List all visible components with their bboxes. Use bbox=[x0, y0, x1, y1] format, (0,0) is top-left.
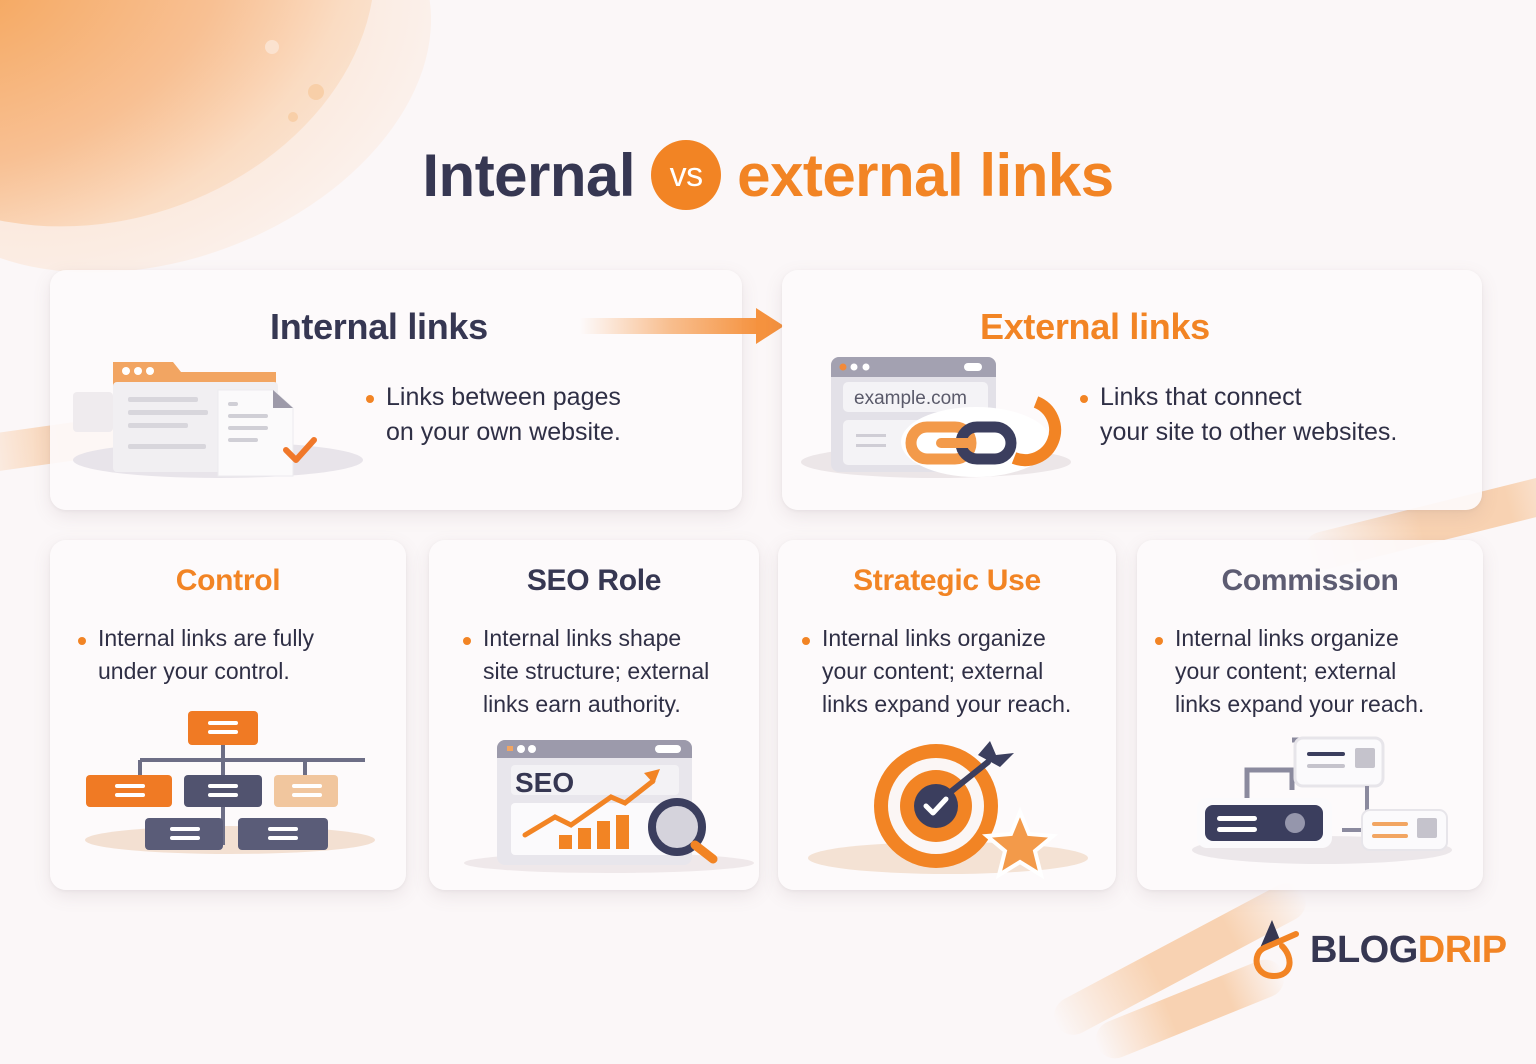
connected-cards-icon bbox=[1192, 736, 1452, 864]
bullet-text: Links that connect your site to other we… bbox=[1078, 380, 1397, 450]
blogdrip-logo: BLOGDRIP bbox=[1250, 918, 1507, 982]
arrow-right-icon bbox=[580, 318, 760, 334]
drop-logo-icon bbox=[1253, 920, 1299, 980]
card-title: SEO Role bbox=[526, 564, 662, 597]
bullet-text: Internal links are fully under your cont… bbox=[76, 622, 314, 688]
strategic-use-card: Strategic Use Internal links organize yo… bbox=[778, 540, 1116, 890]
browser-document-check-icon bbox=[73, 362, 363, 478]
seo-growth-magnifier-icon: SEO bbox=[464, 740, 754, 873]
target-arrow-star-icon bbox=[808, 741, 1088, 880]
bullet-text: Links between pages on your own website. bbox=[364, 380, 621, 450]
title-external: external links bbox=[737, 141, 1114, 209]
card-title: Commission bbox=[1221, 564, 1399, 597]
card-title: External links bbox=[980, 306, 1210, 347]
svg-text:example.com: example.com bbox=[854, 388, 967, 409]
decor-dot bbox=[265, 40, 279, 54]
browser-chain-link-icon: example.com bbox=[801, 357, 1071, 478]
commission-card: Commission Internal links organize your … bbox=[1137, 540, 1483, 890]
seo-role-card: SEO Role Internal links shape site struc… bbox=[429, 540, 759, 890]
internal-links-card: Internal links Links between pages on yo… bbox=[50, 270, 742, 510]
decor-dot bbox=[308, 84, 324, 100]
page-title: Internal vs external links bbox=[0, 140, 1536, 210]
sitemap-hierarchy-icon bbox=[85, 711, 375, 854]
decor-dot bbox=[288, 112, 298, 122]
bullet-text: Internal links shape site structure; ext… bbox=[461, 622, 709, 721]
vs-badge: vs bbox=[651, 140, 722, 210]
bullet-text: Internal links organize your content; ex… bbox=[1153, 622, 1424, 721]
card-title: Control bbox=[175, 564, 281, 597]
control-card: Control Internal links are fully under y… bbox=[50, 540, 406, 890]
svg-text:SEO: SEO bbox=[515, 767, 574, 798]
logo-text-blog: BLOG bbox=[1310, 928, 1418, 971]
bullet-text: Internal links organize your content; ex… bbox=[800, 622, 1071, 721]
logo-text-drip: DRIP bbox=[1417, 928, 1507, 971]
card-title: Strategic Use bbox=[853, 564, 1041, 597]
arrow-right-head bbox=[756, 308, 784, 344]
external-links-card: External links example.com Links that co… bbox=[782, 270, 1482, 510]
card-title: Internal links bbox=[270, 306, 488, 347]
title-internal: Internal bbox=[422, 141, 636, 209]
